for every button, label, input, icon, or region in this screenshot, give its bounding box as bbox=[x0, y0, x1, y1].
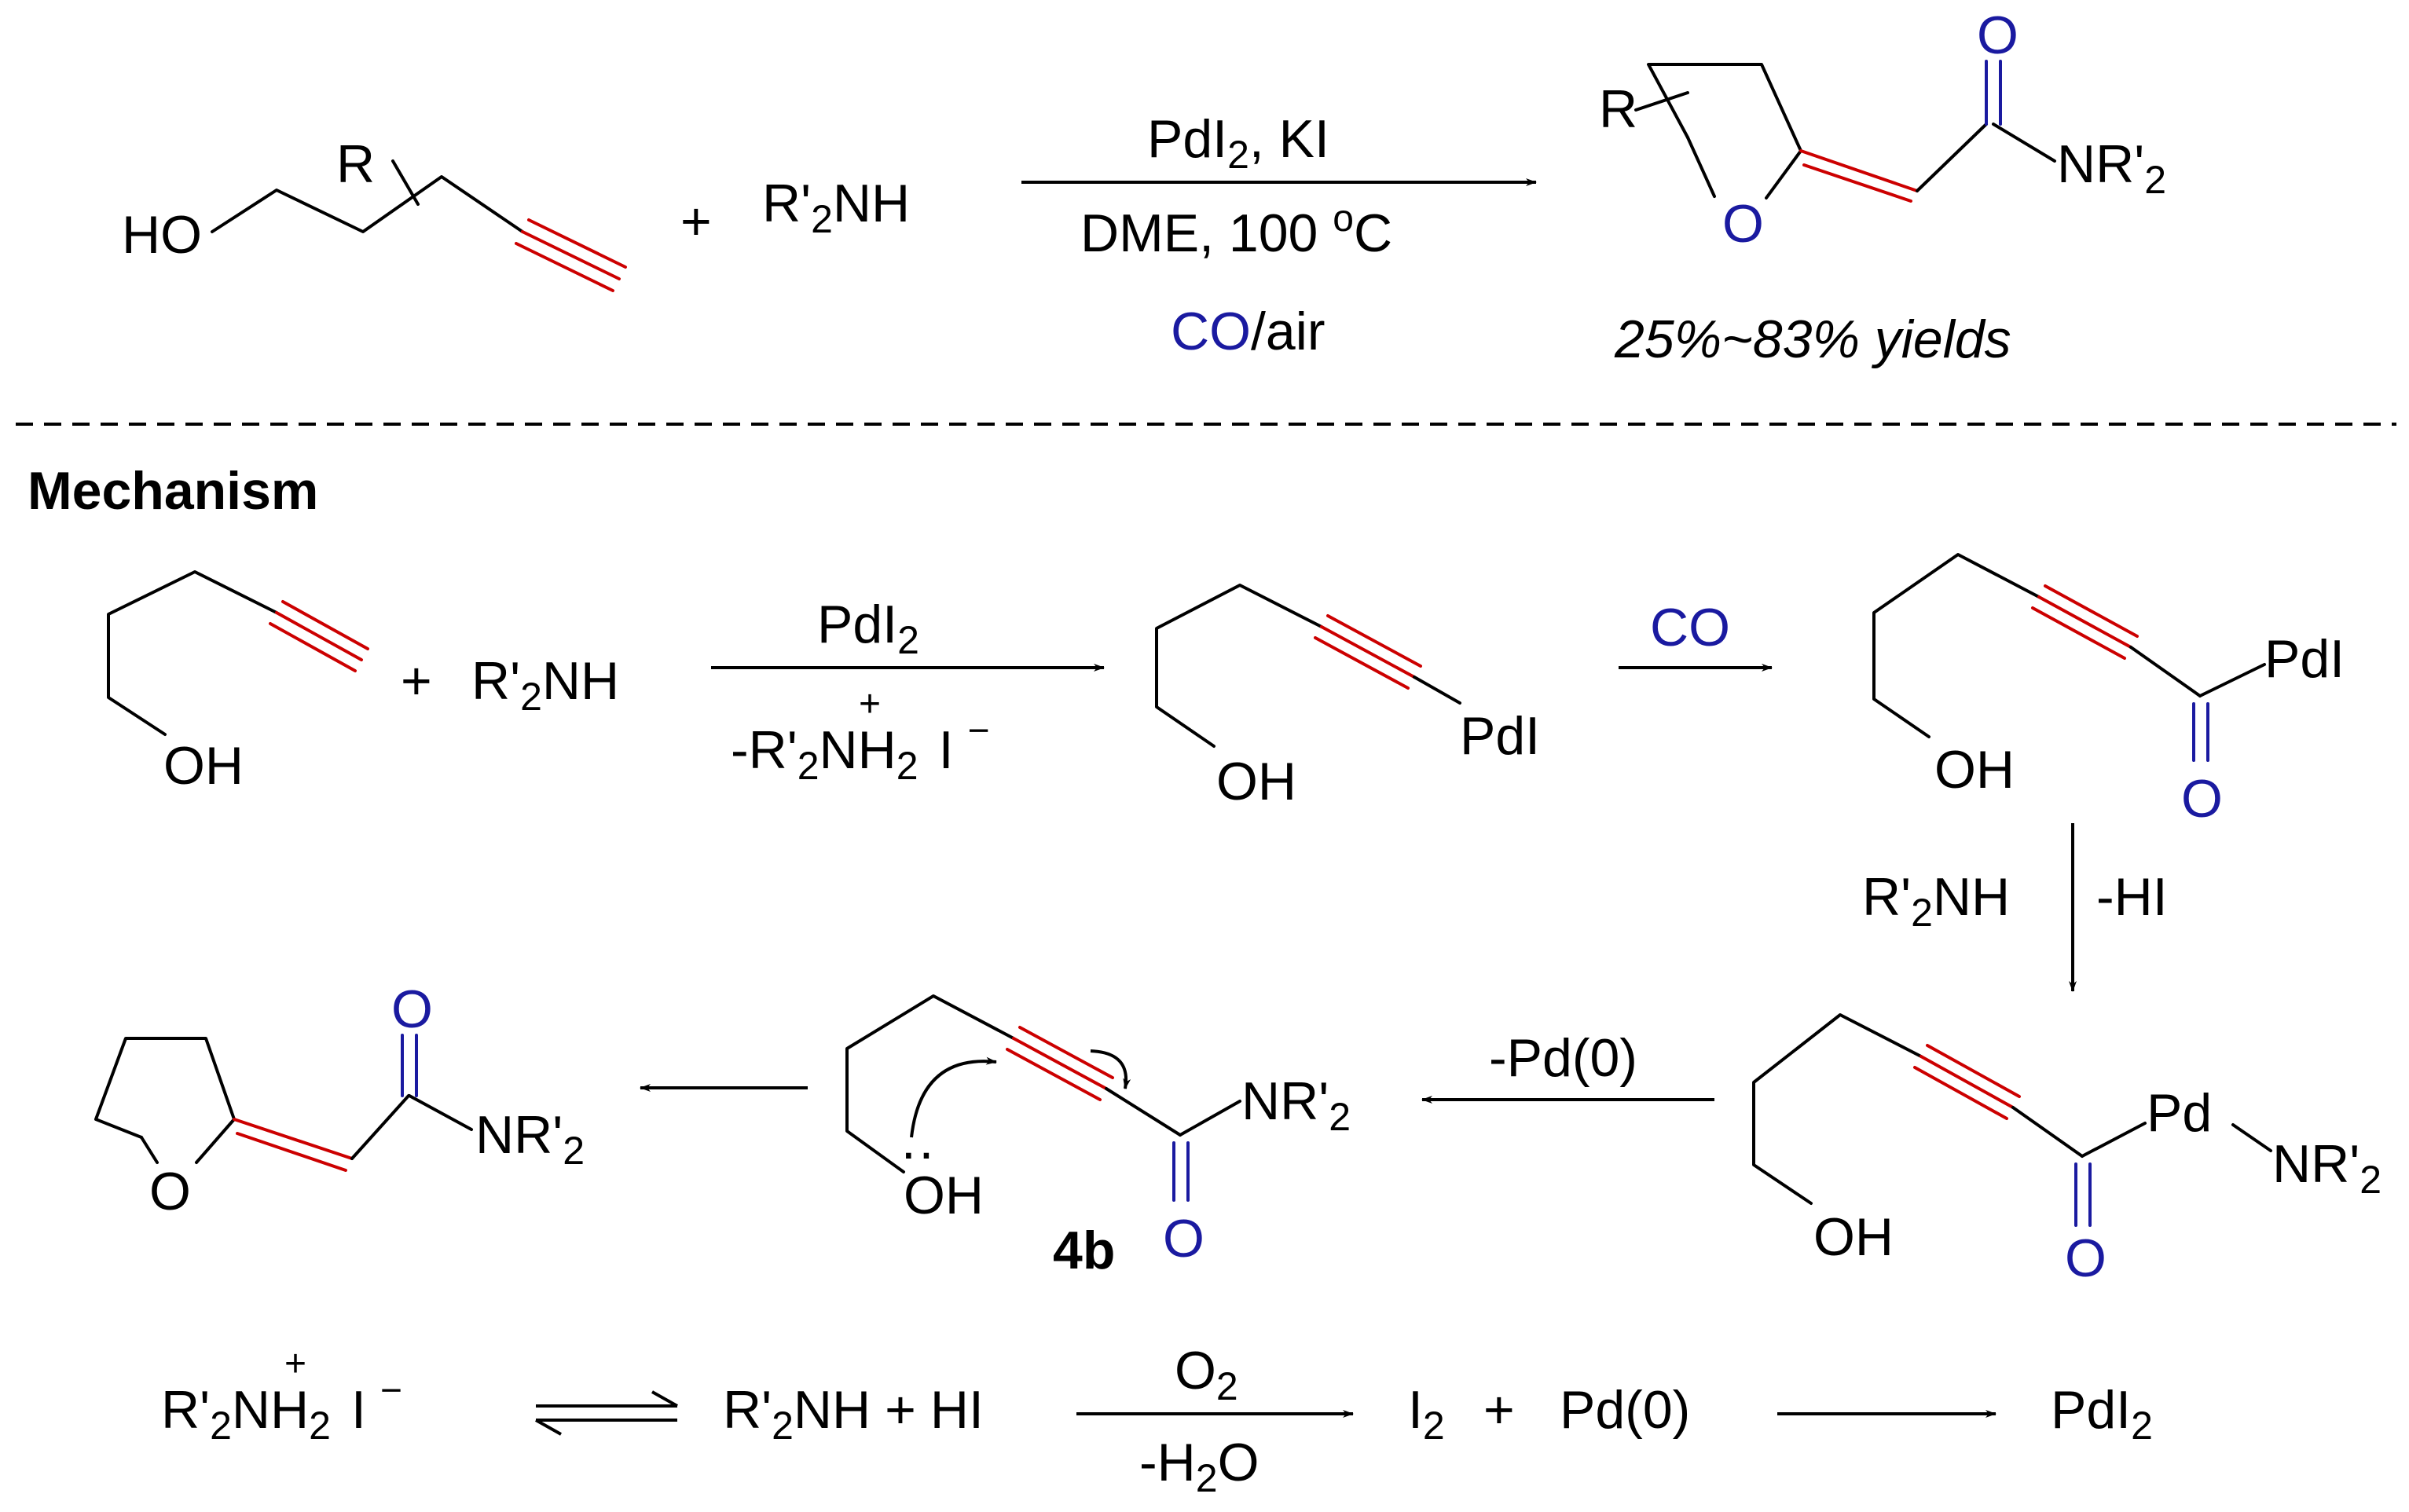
pentynol-oh: OH bbox=[163, 736, 244, 796]
co-label: CO bbox=[1650, 598, 1730, 657]
int3-oxygen: O bbox=[2065, 1228, 2106, 1288]
ho-label: HO bbox=[122, 205, 202, 265]
int4-oh: OH bbox=[904, 1166, 984, 1225]
int4-amide: NR'2 bbox=[1241, 1071, 1351, 1139]
top-product: O R O NR'2 bbox=[1599, 5, 2166, 254]
int2-oh: OH bbox=[1934, 740, 2015, 800]
bottom-plus: + bbox=[1483, 1380, 1515, 1440]
r-label: R bbox=[336, 134, 375, 194]
product-carbonyl-oxygen: O bbox=[1977, 5, 2018, 65]
pd0-label: -Pd(0) bbox=[1489, 1028, 1637, 1088]
top-amine: R'2NH bbox=[762, 174, 910, 241]
lone-pair-dots: ·· bbox=[900, 1122, 935, 1182]
int2-oxygen: O bbox=[2181, 769, 2223, 829]
down-hi: -HI bbox=[2096, 867, 2168, 927]
condition-atmosphere: CO/air bbox=[1171, 302, 1325, 361]
acyl-palladium: OH PdI O bbox=[1872, 553, 2345, 829]
int3-oh: OH bbox=[1813, 1207, 1894, 1267]
electron-shift-curved-arrow bbox=[1090, 1049, 1131, 1089]
top-reaction: HO R + R'2NH PdI2, KI DME, 100 oC CO/air… bbox=[122, 5, 2166, 369]
pentynol: OH bbox=[107, 570, 369, 796]
yields-label: 25%~83% yields bbox=[1614, 309, 2011, 369]
water-label: -H2O bbox=[1139, 1433, 1259, 1500]
int3-pd: Pd bbox=[2147, 1083, 2212, 1143]
free-amine: R'2NH+HI bbox=[723, 1380, 984, 1448]
int3-amide: NR'2 bbox=[2272, 1134, 2382, 1202]
final-ring-oxygen: O bbox=[149, 1162, 191, 1221]
product-r-label: R bbox=[1599, 79, 1637, 139]
oxidant-label: O2 bbox=[1175, 1341, 1238, 1408]
int1-oh: OH bbox=[1216, 752, 1296, 811]
down-amine: R'2NH bbox=[1862, 867, 2010, 935]
ynamide-4b: ·· OH NR'2 O 4b bbox=[845, 994, 1351, 1280]
alkynyl-palladium: OH PdI bbox=[1155, 584, 1540, 811]
iodine-label: I2 bbox=[1408, 1380, 1445, 1448]
ammonium-charge: + bbox=[284, 1343, 306, 1385]
svg-text:R'2NH: R'2NH bbox=[762, 174, 910, 241]
cyclization-curved-arrow bbox=[910, 1056, 997, 1138]
step1-byproduct-charge: + bbox=[859, 683, 881, 725]
step1-amine: R'2NH bbox=[471, 651, 619, 719]
condition-catalyst: PdI2, KI bbox=[1147, 109, 1329, 177]
final-amide: NR'2 bbox=[475, 1105, 585, 1173]
final-product: O O NR'2 bbox=[94, 979, 585, 1221]
product-amide: NR'2 bbox=[2057, 134, 2166, 202]
product-ring-oxygen: O bbox=[1722, 194, 1764, 254]
amido-palladium: OH Pd NR'2 O bbox=[1752, 1013, 2382, 1288]
top-plus: + bbox=[680, 192, 712, 251]
regenerated-catalyst: PdI2 bbox=[2051, 1380, 2153, 1448]
int2-pdi: PdI bbox=[2264, 629, 2345, 689]
equilibrium-arrows bbox=[535, 1390, 678, 1436]
int1-pdi: PdI bbox=[1460, 706, 1540, 766]
starting-alkynol: HO R bbox=[122, 134, 627, 292]
step1-plus: + bbox=[401, 651, 432, 711]
condition-solvent: DME, 100 oC bbox=[1080, 198, 1392, 263]
final-carbonyl-oxygen: O bbox=[391, 979, 433, 1039]
int4-oxygen: O bbox=[1163, 1209, 1204, 1269]
compound-label-4b: 4b bbox=[1053, 1221, 1115, 1280]
pd0-species: Pd(0) bbox=[1560, 1380, 1690, 1440]
step1-reagent: PdI2 bbox=[817, 595, 919, 662]
mechanism-heading: Mechanism bbox=[28, 461, 318, 521]
